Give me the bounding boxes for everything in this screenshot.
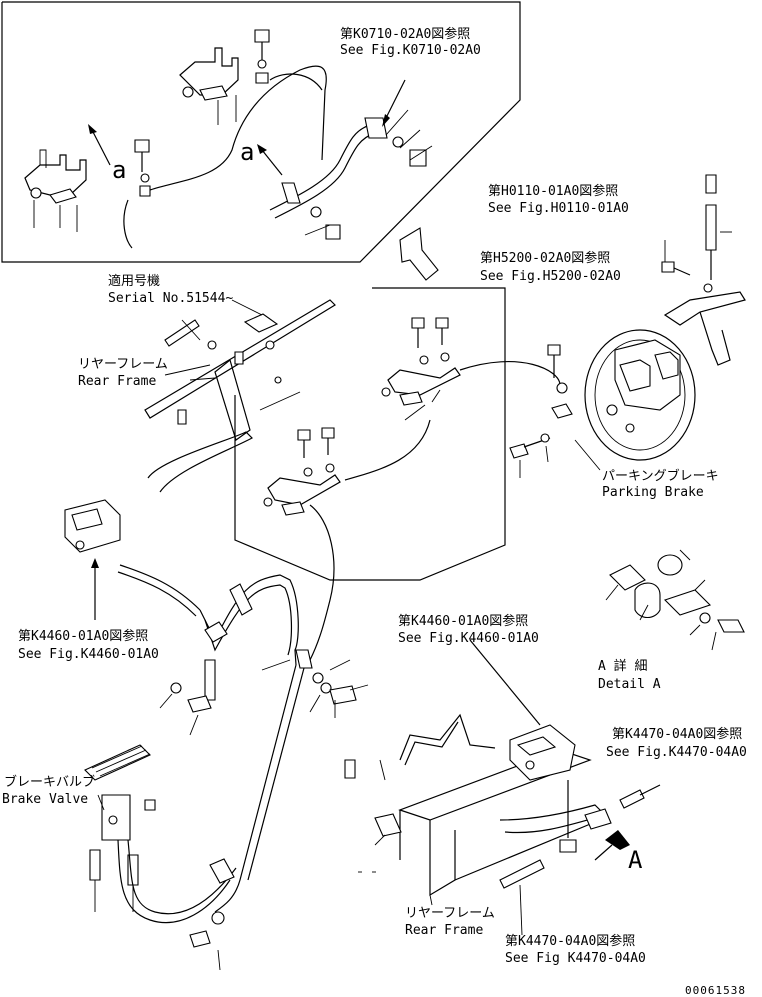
brake-piping [159, 574, 369, 971]
upper-left-valve [64, 499, 201, 620]
ref-k0710-jp: 第K0710-02A0図参照 [340, 26, 470, 42]
rear-frame-label-en: Rear Frame [78, 374, 156, 389]
ref-k4460-mid-en: See Fig.K4460-01A0 [398, 631, 539, 646]
direction-arrow [399, 227, 439, 281]
ref-h5200-jp: 第H5200-02A0図参照 [480, 250, 610, 266]
ref-k4460-mid-jp: 第K4460-01A0図参照 [398, 613, 528, 629]
rear-frame-label-jp: リヤーフレーム [78, 357, 168, 372]
serial-label-en: Serial No.51544~ [108, 291, 233, 306]
ref-k4470-right-en: See Fig.K4470-04A0 [606, 745, 747, 760]
ref-k4460-left-jp: 第K4460-01A0図参照 [18, 628, 148, 644]
ref-k0710-en: See Fig.K0710-02A0 [340, 43, 481, 58]
label-a-left: a [112, 156, 126, 184]
rear-frame-2-label-jp: リヤーフレーム [405, 906, 495, 921]
ref-k4460-left-en: See Fig.K4460-01A0 [18, 647, 159, 662]
brake-valve-assembly [84, 744, 237, 924]
leader-lines [97, 299, 601, 811]
ref-k4470-right-jp: 第K4470-04A0図参照 [612, 726, 742, 742]
serial-label-jp: 適用号機 [108, 273, 160, 289]
brake-valve-label-jp: ブレーキバルブ [4, 774, 95, 790]
ref-h5200-en: See Fig.H5200-02A0 [480, 269, 621, 284]
drawing-number: 00061538 [685, 984, 746, 997]
detail-a-label-en: Detail A [598, 677, 661, 692]
middle-detail-parts [263, 317, 561, 661]
detail-a-label-jp: A 詳 細 [598, 658, 647, 674]
ref-h0110-jp: 第H0110-01A0図参照 [488, 183, 618, 199]
arrow-a-label: A [628, 846, 643, 874]
brake-valve-label-en: Brake Valve [2, 792, 88, 807]
ref-k4470-bottom-jp: 第K4470-04A0図参照 [505, 933, 635, 949]
parking-brake-assembly [509, 329, 696, 478]
detail-a-parts [605, 549, 745, 651]
labels: 第K0710-02A0図参照 See Fig.K0710-02A0 a a 第H… [2, 26, 747, 997]
upper-right-bracket [661, 174, 746, 366]
parking-brake-label-en: Parking Brake [602, 485, 704, 500]
parking-brake-label-jp: パーキングブレーキ [602, 468, 719, 484]
ref-h0110-en: See Fig.H0110-01A0 [488, 201, 629, 216]
ref-k4470-bottom-en: See Fig K4470-04A0 [505, 951, 646, 966]
rear-frame-parts [144, 299, 336, 493]
middle-detail-frame [234, 287, 506, 581]
inset-frame [1, 1, 521, 263]
lower-right-assembly [344, 639, 661, 936]
inset-parts [24, 29, 433, 249]
rear-frame-2-label-en: Rear Frame [405, 923, 483, 938]
label-a-right: a [240, 138, 254, 166]
